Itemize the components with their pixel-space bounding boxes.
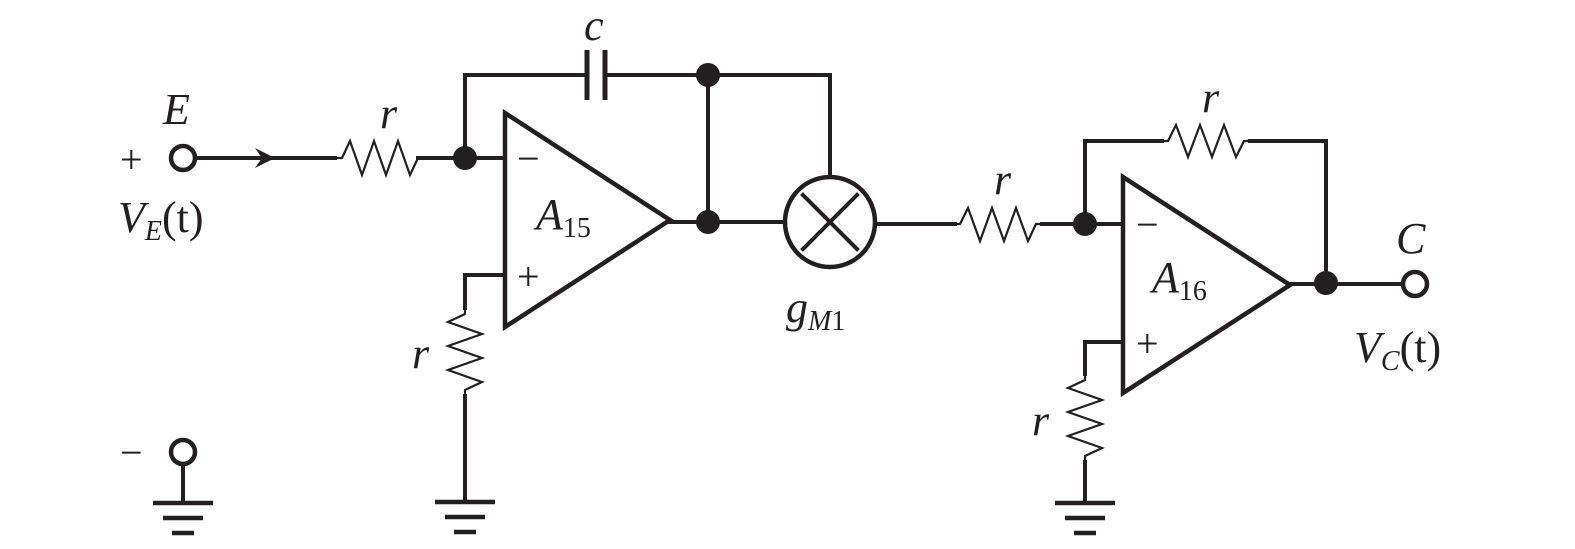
multiplier-label: gM1 bbox=[786, 283, 845, 337]
input-voltage-label: VE(t) bbox=[118, 193, 204, 247]
output-voltage-label: VC(t) bbox=[1354, 323, 1441, 377]
current-arrow-icon bbox=[255, 148, 275, 168]
junction-dot bbox=[696, 210, 720, 234]
output-node-label: C bbox=[1396, 214, 1426, 263]
ground-resistor-2 bbox=[1064, 374, 1106, 462]
integrator-section bbox=[435, 50, 832, 535]
series-resistor bbox=[955, 204, 1042, 245]
opamp-a16 bbox=[1120, 172, 1295, 398]
amp2-noninverting-sign: + bbox=[1136, 321, 1159, 366]
ground-terminal[interactable] bbox=[168, 437, 198, 467]
multiplier-x-icon bbox=[800, 192, 860, 252]
feedback-left-wire bbox=[1083, 139, 1164, 226]
junction-dot bbox=[453, 146, 477, 170]
amp2-noninv-wire bbox=[1083, 340, 1125, 376]
junction-dot bbox=[1073, 212, 1097, 236]
amp1-inverting-sign: − bbox=[517, 136, 540, 181]
amp2-inverting-sign: − bbox=[1136, 202, 1159, 247]
opamp-a16-label: A16 bbox=[1149, 253, 1207, 307]
feedback-resistor bbox=[1162, 121, 1250, 161]
junction-dot bbox=[1314, 271, 1338, 295]
input-resistor bbox=[335, 137, 450, 179]
ground-icon-amp2 bbox=[1055, 500, 1115, 536]
ground-resistor-1 bbox=[444, 308, 486, 396]
junction-dot bbox=[696, 63, 720, 87]
summing-section bbox=[955, 121, 1430, 536]
amp1-noninv-wire bbox=[463, 273, 507, 310]
opamp-a15-label: A15 bbox=[533, 190, 591, 244]
opamp-a15 bbox=[502, 108, 675, 332]
ground-icon-amp1 bbox=[435, 499, 495, 535]
capacitor-label: c bbox=[584, 1, 604, 50]
series-resistor-label: r bbox=[994, 155, 1012, 204]
input-plus-sign: + bbox=[120, 137, 143, 182]
input-terminal[interactable] bbox=[168, 143, 198, 173]
input-section bbox=[153, 137, 467, 536]
feedback-right-wire bbox=[1248, 139, 1328, 285]
output-terminal[interactable] bbox=[1400, 269, 1430, 299]
feedback-resistor-label: r bbox=[1202, 73, 1220, 122]
cap-feedback-left-wire bbox=[463, 73, 586, 160]
input-minus-sign: − bbox=[120, 430, 143, 475]
labels: E + VE(t) − c r r − + A15 gM1 r r r − + … bbox=[118, 1, 1441, 475]
amp1-noninverting-sign: + bbox=[517, 254, 540, 299]
ground-resistor-2-label: r bbox=[1032, 396, 1050, 445]
input-resistor-label: r bbox=[380, 89, 398, 138]
multiplier-top-wire bbox=[706, 73, 832, 180]
ground-icon-input bbox=[153, 500, 213, 536]
input-node-label: E bbox=[162, 85, 190, 134]
multiplier-section bbox=[782, 174, 957, 270]
ground-resistor-1-label: r bbox=[412, 329, 430, 378]
